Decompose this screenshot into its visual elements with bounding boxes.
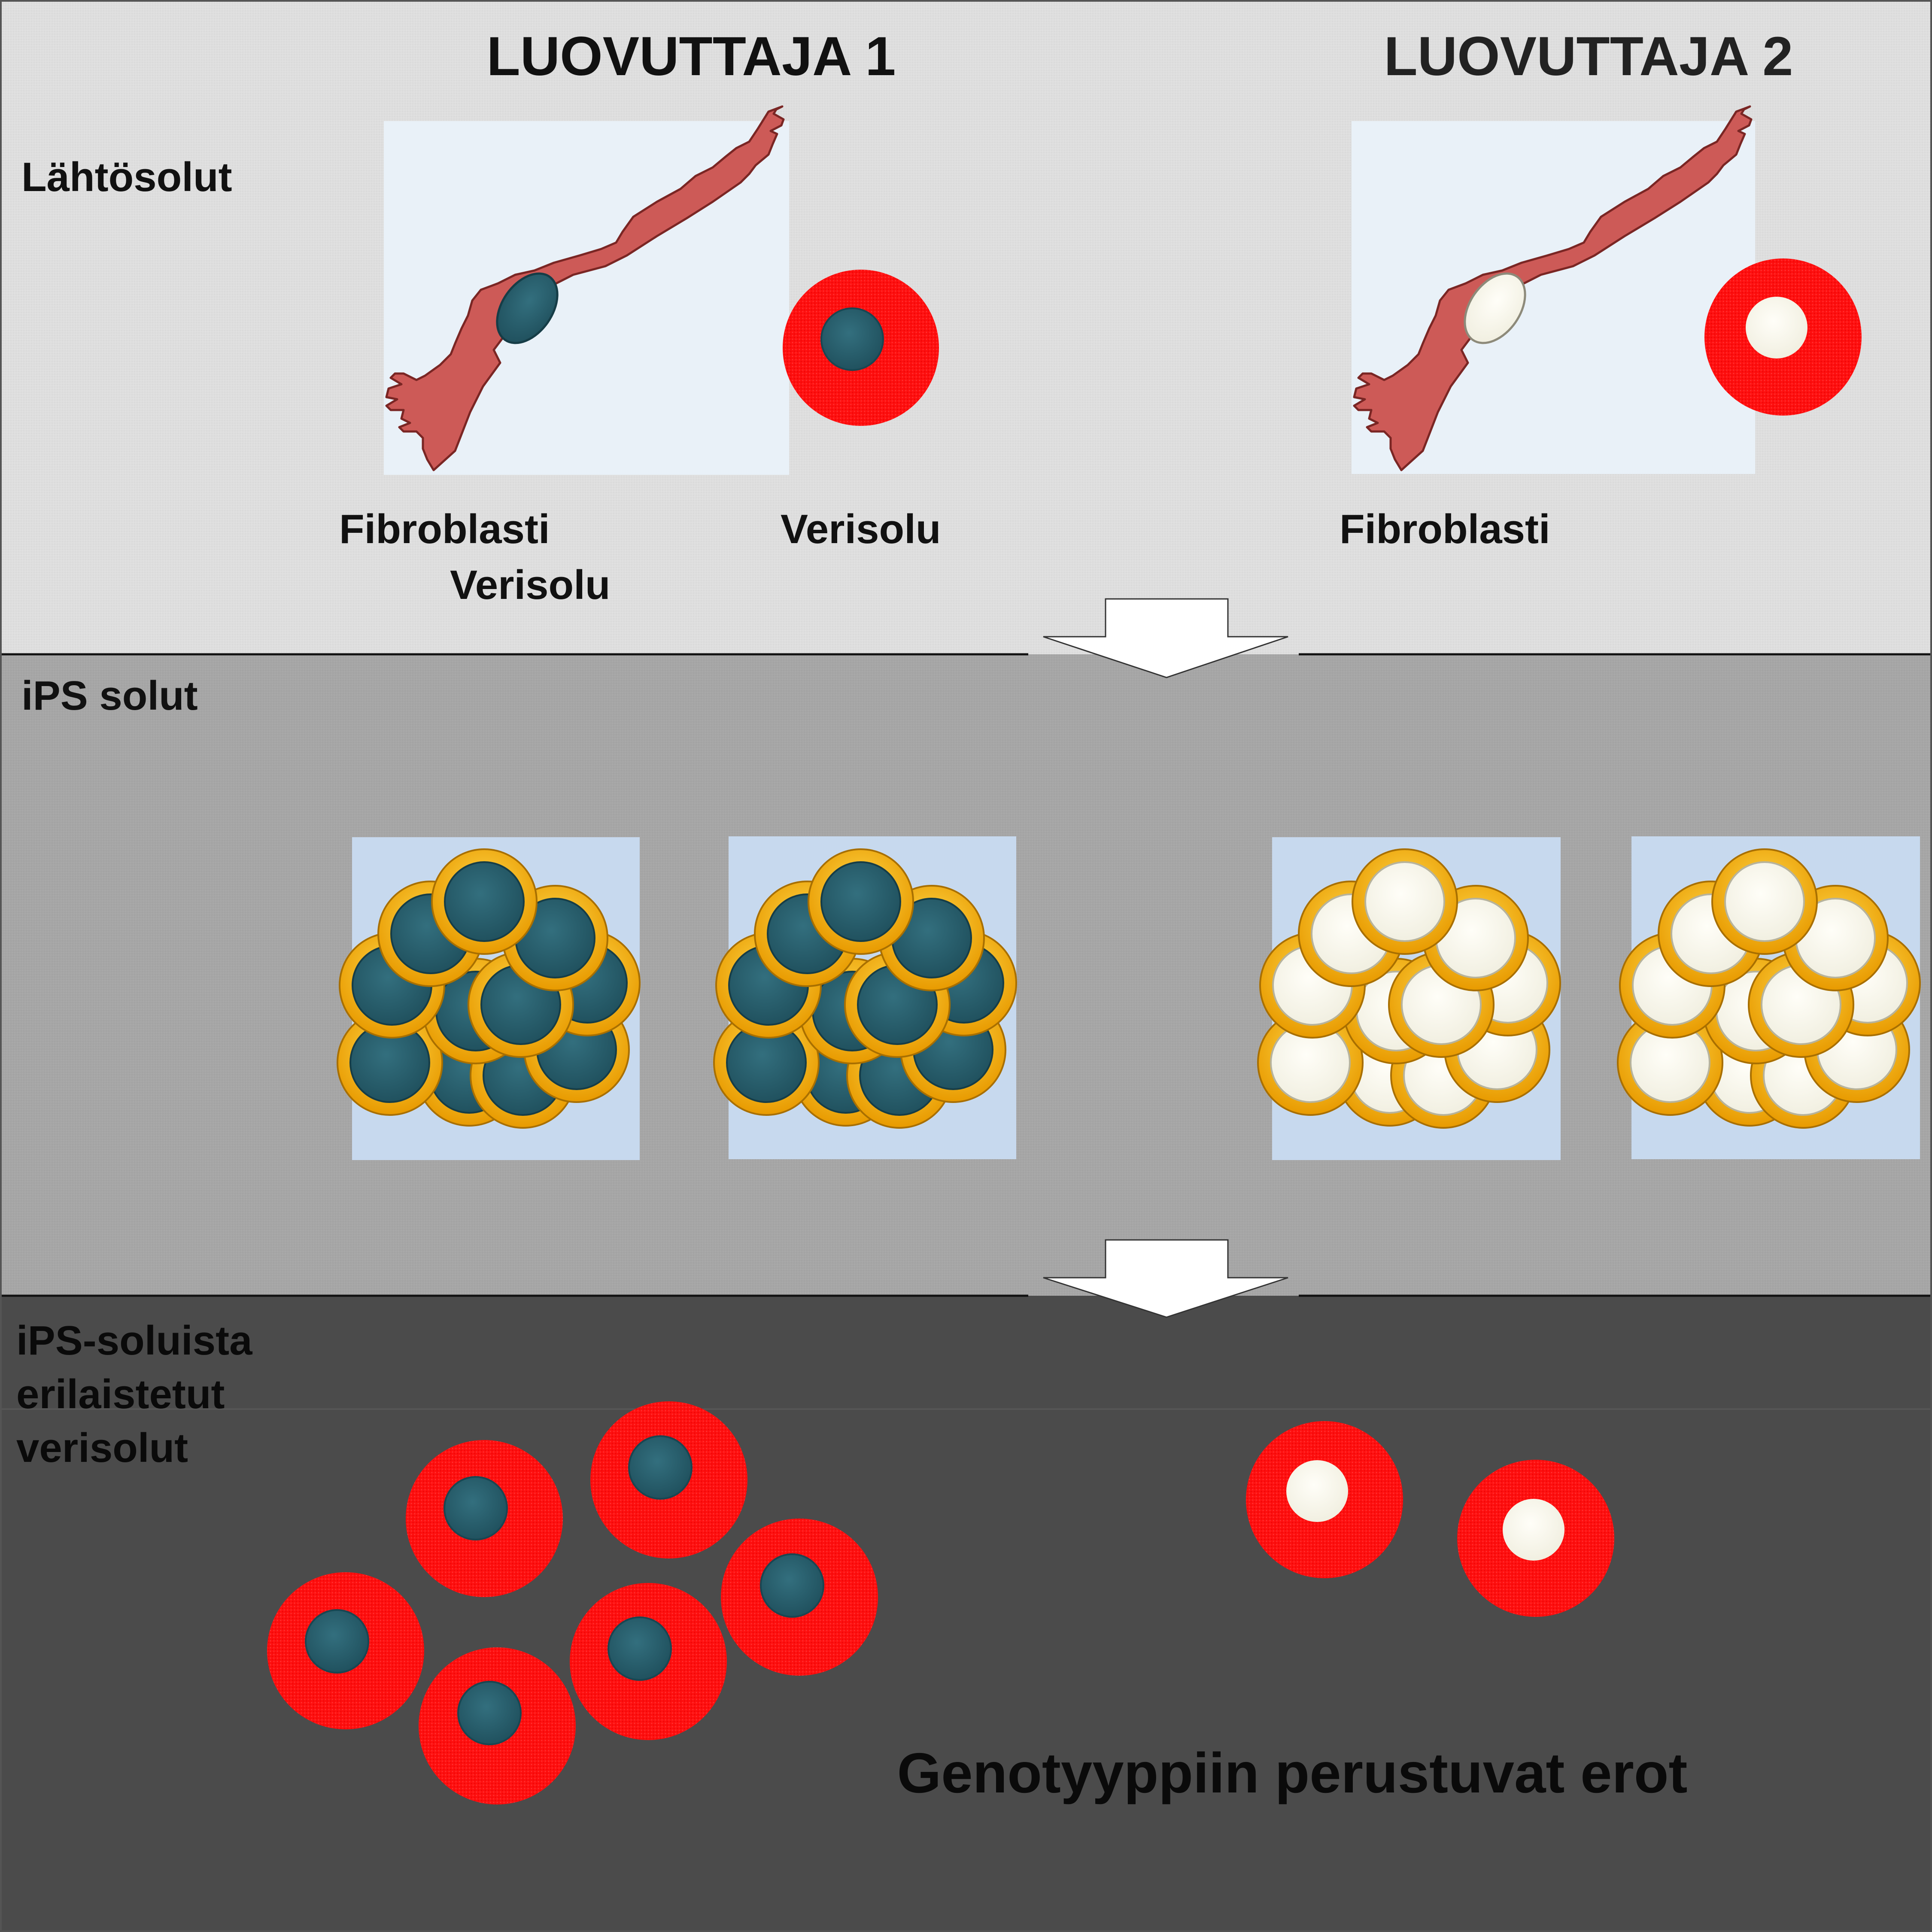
ips-colonies bbox=[337, 848, 1921, 1129]
label-d1-bloodcell-lower: Verisolu bbox=[450, 562, 611, 608]
ips-colony-donor1 bbox=[337, 848, 641, 1129]
blood-cell-donor1 bbox=[783, 270, 939, 426]
blood-cell-donor2 bbox=[1704, 258, 1862, 416]
ips-cell bbox=[713, 1009, 820, 1116]
down-arrow-2 bbox=[1043, 1239, 1288, 1318]
ips-cell bbox=[1352, 848, 1458, 955]
label-d2-fibroblast: Fibroblasti bbox=[1340, 506, 1550, 552]
label-d1-fibroblast: Fibroblasti bbox=[339, 506, 550, 552]
diff-blood-cell-donor1 bbox=[406, 1440, 563, 1597]
fibroblast-nucleus-donor2 bbox=[1464, 272, 1526, 344]
diff-blood-cell-donor1 bbox=[721, 1519, 878, 1676]
diff-blood-cell-donor1 bbox=[419, 1647, 576, 1804]
diff-blood-cell-donor1 bbox=[267, 1572, 424, 1729]
fibroblast-nucleus-donor1 bbox=[496, 272, 559, 344]
ips-cell bbox=[808, 848, 914, 955]
ips-cell bbox=[431, 848, 538, 955]
ips-colony-donor1 bbox=[713, 848, 1017, 1129]
row-label-starting-cells: Lähtösolut bbox=[21, 154, 232, 200]
ips-cell bbox=[337, 1009, 443, 1116]
donor1-header: LUOVUTTAJA 1 bbox=[487, 26, 896, 87]
diff-blood-cell-donor2 bbox=[1246, 1421, 1403, 1578]
diff-blood-cell-donor2 bbox=[1457, 1460, 1614, 1617]
row-label-differentiated-3: verisolut bbox=[16, 1425, 188, 1471]
row-label-differentiated-2: erilaistetut bbox=[16, 1371, 225, 1417]
ips-colony-donor2 bbox=[1257, 848, 1561, 1129]
donor2-header: LUOVUTTAJA 2 bbox=[1384, 26, 1793, 87]
diff-blood-cell-donor1 bbox=[570, 1583, 727, 1740]
ips-cell bbox=[1257, 1009, 1364, 1116]
ips-colony-donor2 bbox=[1617, 848, 1921, 1129]
down-arrow-1 bbox=[1043, 598, 1288, 678]
conclusion-text: Genotyyppiin perustuvat erot bbox=[897, 1741, 1688, 1804]
diff-blood-cell-donor1 bbox=[590, 1401, 747, 1558]
label-d1-bloodcell-right: Verisolu bbox=[781, 506, 941, 552]
ips-cell bbox=[1617, 1009, 1723, 1116]
ips-cell bbox=[1711, 848, 1818, 955]
row-label-ips-cells: iPS solut bbox=[21, 673, 198, 719]
row-label-differentiated-1: iPS-soluista bbox=[16, 1318, 252, 1364]
